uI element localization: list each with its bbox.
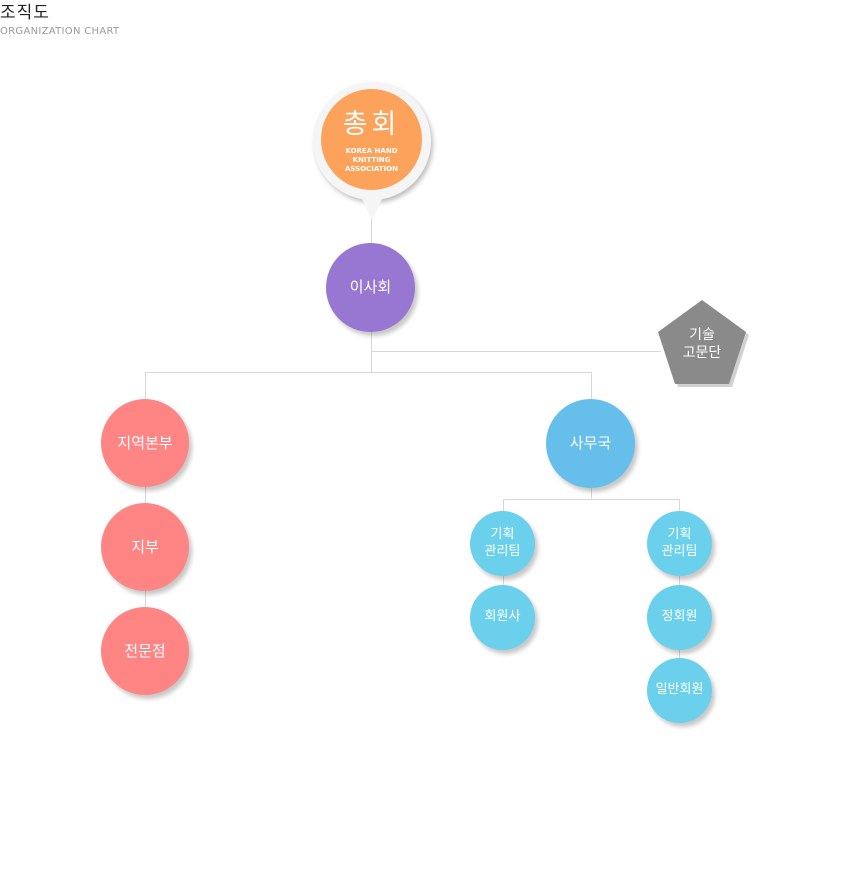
page-title: 조직도 xyxy=(0,3,50,23)
branch-label: 지부 xyxy=(131,537,159,556)
connector-to-secretariat xyxy=(591,372,592,402)
branch-node: 지부 xyxy=(101,503,189,591)
connector-branch-store xyxy=(145,591,146,609)
page-subtitle: ORGANIZATION CHART xyxy=(0,26,120,37)
secretariat-node: 사무국 xyxy=(546,399,635,488)
connector-assembly-board xyxy=(371,216,372,246)
connector-to-team-b xyxy=(679,499,680,513)
board-label: 이사회 xyxy=(349,278,392,297)
connector-secretariat-down xyxy=(591,487,592,499)
specialty-store-node: 전문점 xyxy=(101,607,189,695)
connector-to-regional xyxy=(145,372,146,402)
planning-team-b-node: 기획 관리팀 xyxy=(647,511,712,576)
connector-regional-branch xyxy=(145,487,146,505)
planning-team-b-label: 기획 관리팀 xyxy=(661,527,698,559)
connector-to-team-a xyxy=(503,499,504,513)
board-node: 이사회 xyxy=(326,243,415,332)
technical-advisory-node: 기술 고문단 xyxy=(658,300,749,387)
general-member-node: 일반회원 xyxy=(647,658,712,723)
pentagon-shape xyxy=(658,300,749,387)
general-assembly-label: 총회 xyxy=(342,108,401,140)
regular-member-label: 정회원 xyxy=(661,609,698,625)
regional-hq-node: 지역본부 xyxy=(101,399,189,487)
general-assembly-sublabel: KOREA HAND KNITTING ASSOCIATION xyxy=(345,146,398,174)
member-company-node: 회원사 xyxy=(470,585,535,650)
connector-main-branch xyxy=(145,372,592,373)
technical-advisory-label: 기술 고문단 xyxy=(682,327,722,362)
connector-regular-general xyxy=(679,648,680,660)
planning-team-a-node: 기획 관리팀 xyxy=(470,511,535,576)
general-assembly-node: 총회 KOREA HAND KNITTING ASSOCIATION xyxy=(321,89,422,190)
connector-board-down xyxy=(371,332,372,372)
member-company-label: 회원사 xyxy=(484,609,521,625)
connector-team-a-member xyxy=(503,575,504,587)
regional-hq-label: 지역본부 xyxy=(117,433,173,452)
connector-advisory xyxy=(371,351,661,352)
specialty-store-label: 전문점 xyxy=(124,641,166,660)
general-member-label: 일반회원 xyxy=(655,682,704,698)
planning-team-a-label: 기획 관리팀 xyxy=(484,527,521,559)
connector-team-branch xyxy=(503,499,680,500)
connector-team-b-regular xyxy=(679,575,680,587)
secretariat-label: 사무국 xyxy=(569,434,612,453)
regular-member-node: 정회원 xyxy=(647,585,712,650)
